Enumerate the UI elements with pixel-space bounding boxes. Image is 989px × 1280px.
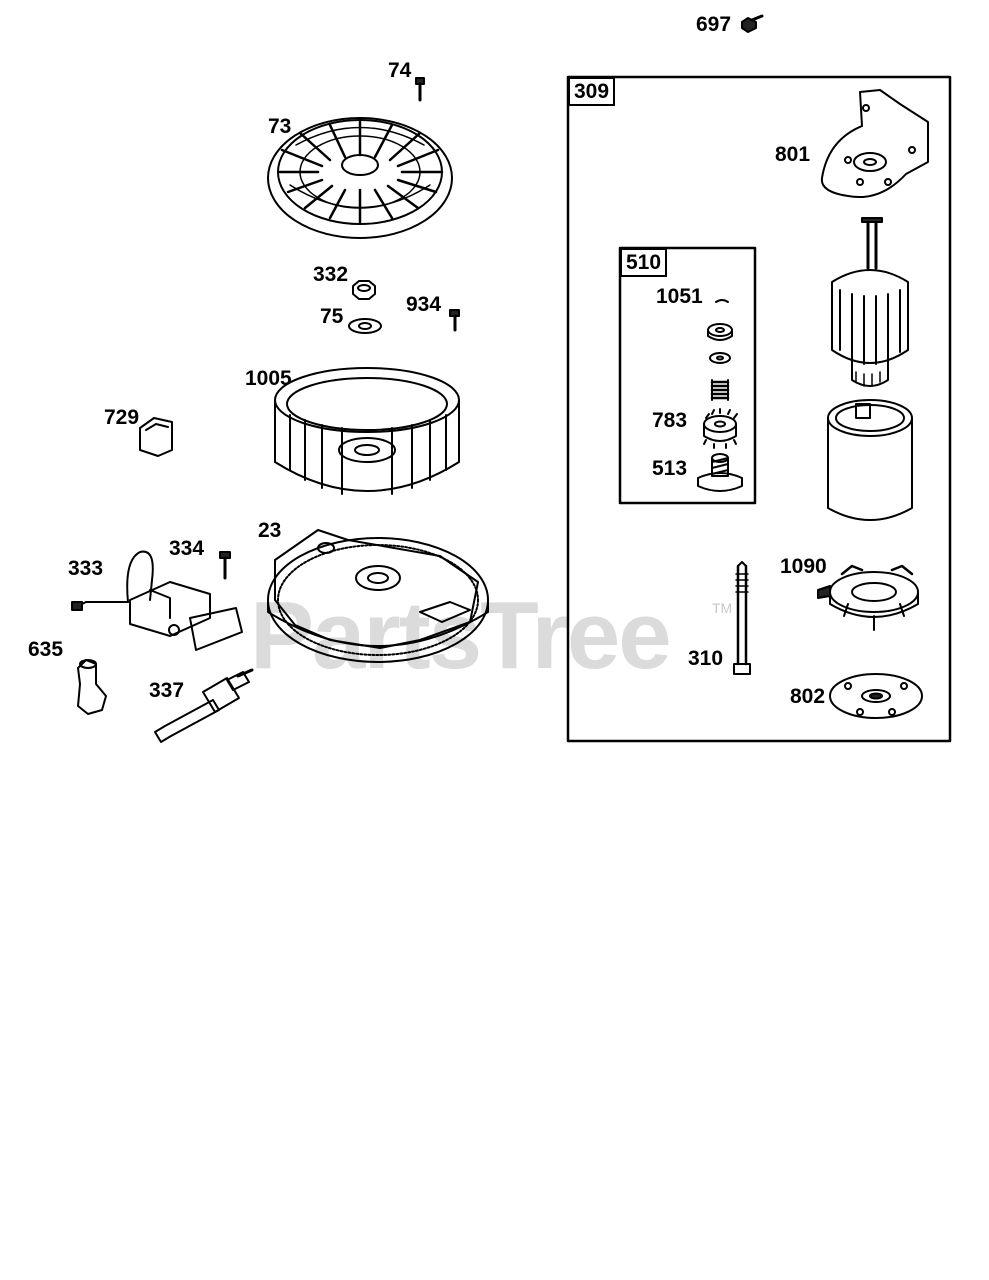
drive-cap-part (707, 323, 733, 341)
end-plate-802-part (829, 673, 923, 719)
callout-1051: 1051 (656, 285, 703, 308)
screw-934-part (449, 309, 460, 332)
assembly-box-label-309: 309 (568, 77, 616, 106)
screw-74-part (415, 77, 425, 102)
starter-armature-part (831, 217, 909, 387)
starter-housing-part (827, 399, 913, 521)
spark-plug-boot-635-part (77, 659, 107, 715)
callout-310: 310 (688, 647, 724, 670)
starter-assembly-box (566, 75, 952, 743)
callout-783: 783 (652, 409, 688, 432)
callout-697: 697 (696, 13, 732, 36)
rotating-screen-73-part (267, 117, 453, 239)
fan-1005-part (274, 367, 460, 495)
callout-334: 334 (169, 537, 205, 560)
pinion-gear-783-part (703, 408, 738, 449)
drive-assembly-box (618, 246, 757, 505)
washer-75-part (348, 318, 382, 334)
clip-729-part (139, 417, 173, 457)
bolt-697-part (741, 14, 764, 33)
end-cap-bracket-801-part (820, 89, 929, 198)
callout-1090: 1090 (780, 555, 827, 578)
through-bolt-310-part (733, 561, 751, 675)
callout-74: 74 (388, 59, 412, 82)
callout-337: 337 (149, 679, 185, 702)
nut-332-part (352, 280, 376, 300)
drive-screw-513-part (697, 453, 743, 492)
callout-73: 73 (268, 115, 292, 138)
callout-801: 801 (775, 143, 811, 166)
callout-934: 934 (406, 293, 442, 316)
screw-334-part (219, 551, 231, 580)
callout-635: 635 (28, 638, 64, 661)
callout-332: 332 (313, 263, 349, 286)
flywheel-23-part (267, 529, 489, 663)
callout-802: 802 (790, 685, 826, 708)
drive-washer-part (709, 352, 731, 364)
brush-holder-1090-part (817, 564, 919, 631)
callout-1005: 1005 (245, 367, 292, 390)
drive-spring-part (710, 379, 730, 401)
callout-23: 23 (258, 519, 282, 542)
callout-729: 729 (104, 406, 140, 429)
callout-513: 513 (652, 457, 688, 480)
retainer-1051-part (715, 299, 729, 303)
assembly-box-label-510: 510 (620, 248, 668, 277)
callout-333: 333 (68, 557, 104, 580)
armature-333-part (71, 550, 243, 651)
spark-plug-337-part (154, 668, 254, 743)
callout-75: 75 (320, 305, 344, 328)
watermark-trademark: TM (712, 600, 733, 616)
